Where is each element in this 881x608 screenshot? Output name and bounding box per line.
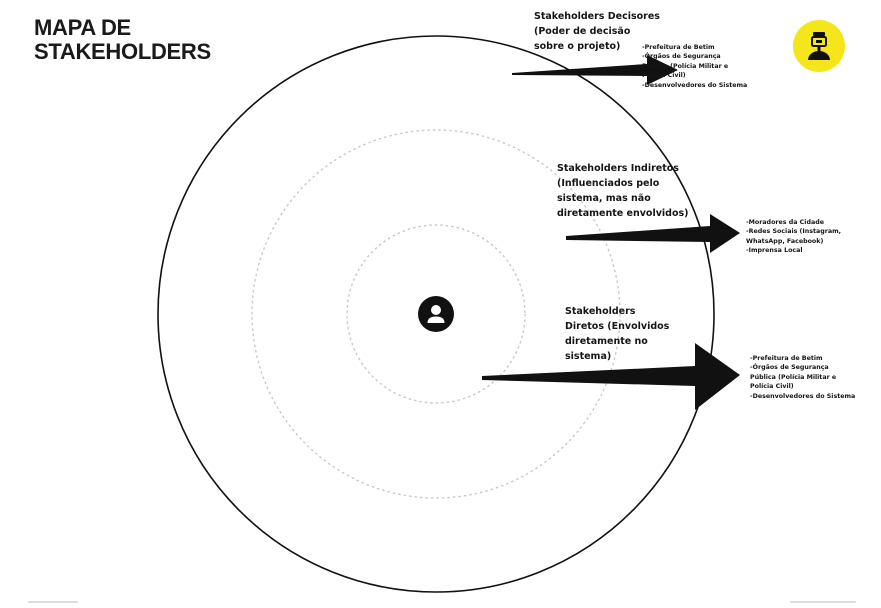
middle-ring (251, 129, 621, 499)
list-item: -Desenvolvedores do Sistema (642, 81, 748, 89)
list-item: -Desenvolvedores do Sistema (750, 392, 856, 400)
person-icon (418, 296, 454, 332)
arrow-indiretos (566, 214, 740, 253)
heading-line: Stakeholders Indiretos (557, 163, 679, 174)
lamp-logo-icon (793, 20, 845, 72)
list-item: -Prefeitura de Betim (750, 355, 823, 362)
heading-line: Stakeholders Decisores (534, 11, 660, 22)
heading-line: (Poder de decisão (534, 26, 631, 37)
list-item: -Órgãos de Segurança (750, 364, 829, 372)
list-item: -Imprensa Local (746, 247, 803, 255)
list-item: -Moradores da Cidade (746, 219, 824, 226)
list-item: Pública (Polícia Militar e (642, 62, 729, 70)
heading-line: sistema) (565, 351, 612, 362)
heading-line: diretamente envolvidos) (557, 208, 689, 219)
list-item: -Prefeitura de Betim (642, 44, 715, 51)
footer-mark-right (790, 601, 856, 603)
heading-indiretos: Stakeholders Indiretos (Influenciados pe… (557, 161, 689, 221)
heading-line: Diretos (Envolvidos (565, 321, 670, 332)
inner-ring (346, 224, 526, 404)
list-item: Polícia Civil) (750, 383, 794, 391)
list-decisores: -Prefeitura de Betim -Órgãos de Seguranç… (642, 43, 747, 90)
heading-line: sobre o projeto) (534, 41, 621, 52)
page-title-line-1: MAPA DE (34, 15, 131, 40)
list-diretos: -Prefeitura de Betim -Órgãos de Seguranç… (750, 354, 855, 401)
outer-ring (157, 35, 715, 593)
list-item: -Órgãos de Segurança (642, 53, 721, 61)
heading-line: Stakeholders (565, 306, 636, 317)
footer-mark-left (28, 601, 78, 603)
page-title-line-2: STAKEHOLDERS (34, 39, 211, 64)
heading-decisores: Stakeholders Decisores (Poder de decisão… (534, 9, 660, 54)
heading-line: sistema, mas não (557, 193, 651, 204)
list-item: Polícia Civil) (642, 72, 686, 80)
list-item: WhatsApp, Facebook) (746, 237, 824, 245)
list-item: -Redes Sociais (Instagram, (746, 228, 842, 236)
heading-diretos: Stakeholders Diretos (Envolvidos diretam… (565, 304, 669, 364)
list-indiretos: -Moradores da Cidade -Redes Sociais (Ins… (746, 218, 841, 256)
arrow-diretos (482, 343, 740, 410)
page-title: MAPA DE STAKEHOLDERS (34, 16, 211, 64)
heading-line: (Influenciados pelo (557, 178, 660, 189)
arrow-decisores (512, 55, 678, 85)
heading-line: diretamente no (565, 336, 648, 347)
list-item: Pública (Polícia Militar e (750, 373, 837, 381)
